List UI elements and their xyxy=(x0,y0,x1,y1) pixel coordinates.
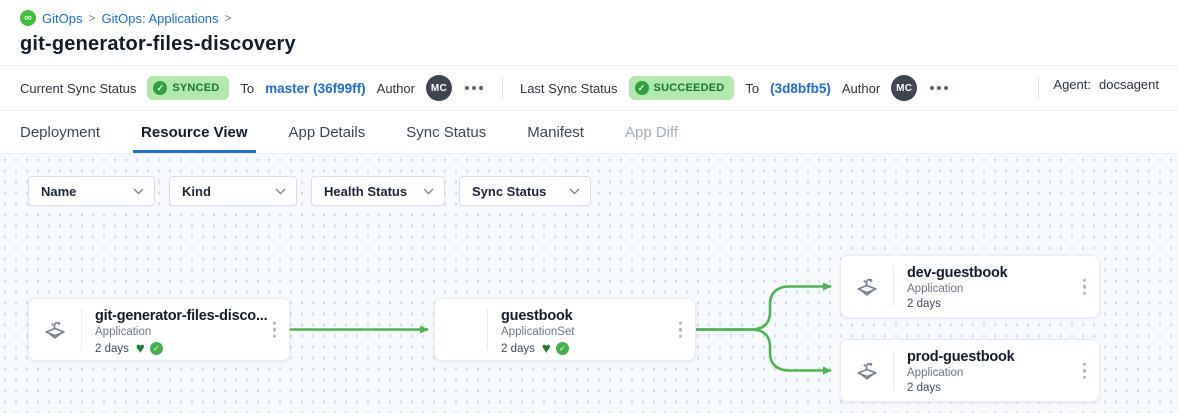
graph-node-dev-guestbook[interactable]: dev-guestbook Application 2 days ♥ ✓ xyxy=(840,255,1100,318)
kebab-menu-icon[interactable] xyxy=(1079,274,1091,299)
current-author-label: Author xyxy=(376,80,415,96)
page-header: ∞ GitOps > GitOps: Applications > git-ge… xyxy=(0,0,1179,56)
kebab-menu-icon[interactable] xyxy=(675,317,687,342)
gitops-infinity-icon: ∞ xyxy=(20,10,36,26)
node-age: 2 days xyxy=(501,342,535,355)
breadcrumb: ∞ GitOps > GitOps: Applications > xyxy=(20,10,1159,26)
status-bar: Current Sync Status ✓ SYNCED To master (… xyxy=(0,65,1179,111)
filter-health-status-dropdown[interactable]: Health Status xyxy=(311,176,445,206)
avatar: MC xyxy=(425,75,452,101)
tab-sync-status[interactable]: Sync Status xyxy=(406,123,487,141)
node-kind: Application xyxy=(907,367,964,379)
ellipsis-menu-icon[interactable] xyxy=(928,81,950,95)
tab-app-details[interactable]: App Details xyxy=(288,123,366,141)
current-sync-status-badge: ✓ SYNCED xyxy=(147,76,230,100)
kebab-menu-icon[interactable] xyxy=(1079,358,1091,383)
agent-value: docsagent xyxy=(1099,77,1159,92)
last-to-label: To xyxy=(745,80,760,96)
breadcrumb-link-applications[interactable]: GitOps: Applications xyxy=(101,10,219,26)
node-title: git-generator-files-disco... xyxy=(95,308,267,324)
node-kind: ApplicationSet xyxy=(501,326,575,338)
current-to-label: To xyxy=(240,80,255,96)
agent-label: Agent: xyxy=(1053,77,1091,92)
current-sync-status-label: Current Sync Status xyxy=(20,80,137,96)
divider xyxy=(1038,77,1040,99)
graph-node-git-generator[interactable]: git-generator-files-disco... Application… xyxy=(28,298,290,361)
node-kind: Application xyxy=(907,283,964,295)
divider xyxy=(81,309,82,350)
heart-icon: ♥ xyxy=(135,340,145,357)
last-author-label: Author xyxy=(841,80,881,96)
breadcrumb-link-gitops[interactable]: GitOps xyxy=(42,10,83,26)
resource-graph: Name Kind Health Status Sync Status xyxy=(0,154,1179,413)
breadcrumb-separator: > xyxy=(224,11,232,25)
divider xyxy=(893,266,894,307)
last-sync-status-badge: ✓ SUCCEEDED xyxy=(628,76,735,100)
divider xyxy=(893,350,894,391)
heart-icon: ♥ xyxy=(541,340,551,357)
chevron-down-icon xyxy=(133,188,144,195)
check-circle-icon: ✓ xyxy=(555,342,569,355)
check-circle-icon: ✓ xyxy=(153,81,168,95)
filter-sync-status-dropdown[interactable]: Sync Status xyxy=(459,176,591,206)
avatar: MC xyxy=(891,75,918,101)
chevron-down-icon xyxy=(569,188,580,195)
graph-node-prod-guestbook[interactable]: prod-guestbook Application 2 days ♥ ✓ xyxy=(840,339,1100,402)
tab-deployment[interactable]: Deployment xyxy=(20,123,101,141)
last-revision-link[interactable]: (3d8bfb5) xyxy=(770,80,831,96)
tab-manifest[interactable]: Manifest xyxy=(527,123,584,141)
page-title: git-generator-files-discovery xyxy=(20,33,296,55)
divider xyxy=(501,77,503,99)
last-sync-status-label: Last Sync Status xyxy=(519,80,618,96)
node-age: 2 days xyxy=(95,342,129,355)
chevron-down-icon xyxy=(423,188,434,195)
tab-resource-view[interactable]: Resource View xyxy=(133,111,256,153)
breadcrumb-separator: > xyxy=(88,11,96,25)
argo-application-icon xyxy=(841,256,893,317)
node-age: 2 days xyxy=(907,382,941,394)
current-revision-link[interactable]: master (36f99ff) xyxy=(265,80,366,96)
node-title: guestbook xyxy=(501,308,573,324)
kebab-menu-icon[interactable] xyxy=(269,317,281,342)
agent-info: Agent: docsagent xyxy=(1032,77,1159,99)
graph-node-guestbook[interactable]: guestbook ApplicationSet 2 days ♥ ✓ xyxy=(434,298,696,361)
check-circle-icon: ✓ xyxy=(149,342,163,355)
node-title: dev-guestbook xyxy=(907,265,1008,281)
chevron-down-icon xyxy=(275,188,286,195)
tab-app-diff: App Diff xyxy=(624,123,679,141)
check-circle-icon: ✓ xyxy=(634,81,649,95)
tab-bar: Deployment Resource View App Details Syn… xyxy=(0,111,1179,154)
filter-name-dropdown[interactable]: Name xyxy=(28,176,155,206)
filter-bar: Name Kind Health Status Sync Status xyxy=(28,176,591,206)
node-kind: Application xyxy=(95,326,152,338)
filter-kind-dropdown[interactable]: Kind xyxy=(169,176,297,206)
node-age: 2 days xyxy=(907,298,941,310)
argo-application-icon xyxy=(29,299,81,360)
node-title: prod-guestbook xyxy=(907,349,1015,365)
argo-application-icon xyxy=(841,340,893,401)
ellipsis-menu-icon[interactable] xyxy=(463,81,485,95)
divider xyxy=(487,309,488,350)
